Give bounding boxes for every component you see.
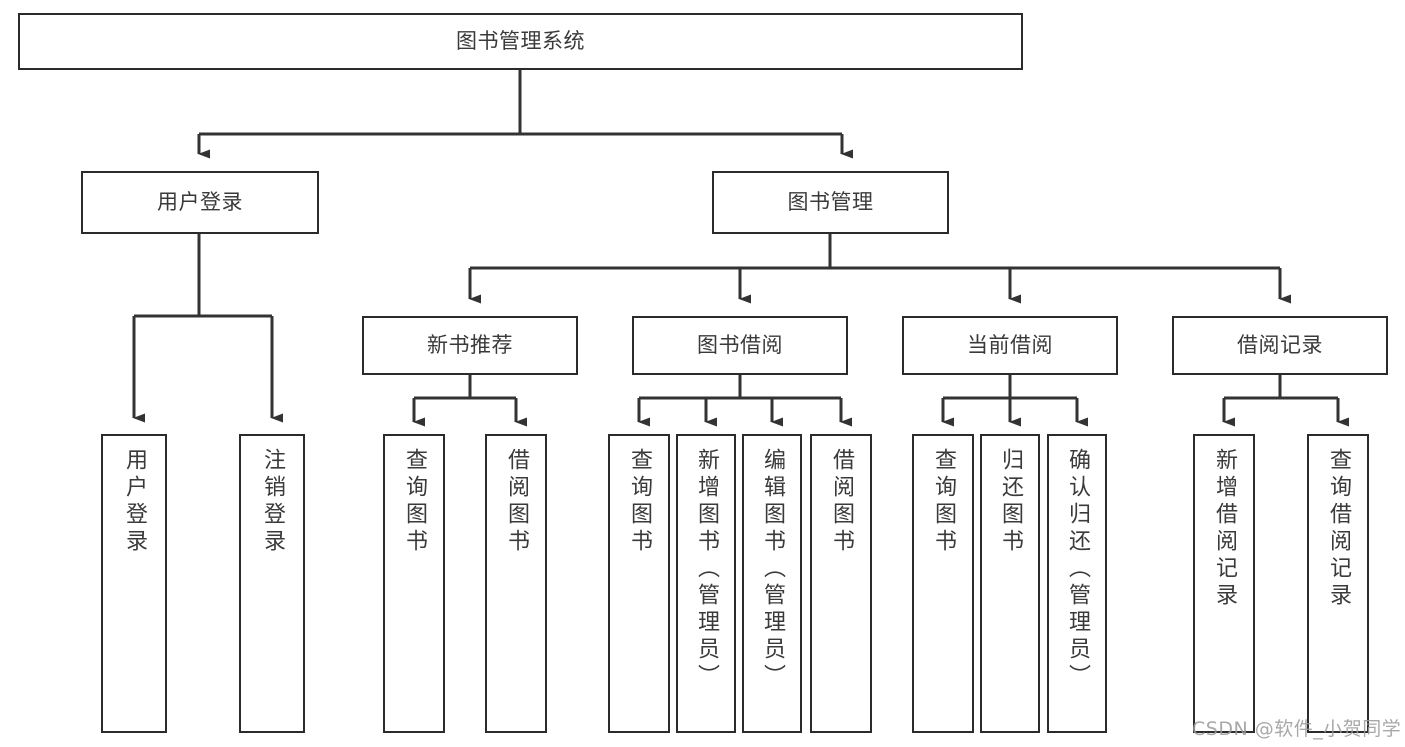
node-leaf-edit-book[interactable]: 编辑图书（管理员） (742, 434, 802, 733)
node-leaf-return-book-label: 归还图书 (997, 448, 1023, 556)
node-leaf-add-record-label: 新增借阅记录 (1211, 448, 1237, 610)
node-leaf-query-book-1[interactable]: 查询图书 (383, 434, 445, 733)
node-leaf-query-book-3-label: 查询图书 (930, 448, 956, 556)
node-leaf-query-record-label: 查询借阅记录 (1325, 448, 1351, 610)
node-leaf-add-book-label: 新增图书（管理员） (693, 448, 719, 691)
node-leaf-borrow-book-1[interactable]: 借阅图书 (485, 434, 547, 733)
node-book-management[interactable]: 图书管理 (712, 171, 949, 234)
node-leaf-logout[interactable]: 注销登录 (239, 434, 305, 733)
node-borrow-record[interactable]: 借阅记录 (1172, 316, 1388, 375)
node-leaf-confirm-return-label: 确认归还（管理员） (1064, 448, 1090, 691)
node-leaf-confirm-return[interactable]: 确认归还（管理员） (1047, 434, 1107, 733)
node-leaf-query-book-1-label: 查询图书 (401, 448, 427, 556)
node-user-login-label: 用户登录 (157, 190, 243, 215)
node-leaf-borrow-book-1-label: 借阅图书 (503, 448, 529, 556)
node-leaf-logout-label: 注销登录 (259, 448, 285, 556)
node-leaf-query-book-2-label: 查询图书 (626, 448, 652, 556)
node-current-borrow-label: 当前借阅 (967, 333, 1053, 358)
node-leaf-borrow-book-2-label: 借阅图书 (828, 448, 854, 556)
node-leaf-query-book-2[interactable]: 查询图书 (608, 434, 670, 733)
node-root[interactable]: 图书管理系统 (18, 13, 1023, 70)
node-leaf-add-book[interactable]: 新增图书（管理员） (676, 434, 736, 733)
node-leaf-query-book-3[interactable]: 查询图书 (912, 434, 974, 733)
node-leaf-user-login[interactable]: 用户登录 (101, 434, 167, 733)
node-root-label: 图书管理系统 (456, 29, 585, 54)
node-leaf-return-book[interactable]: 归还图书 (980, 434, 1040, 733)
node-leaf-user-login-label: 用户登录 (121, 448, 147, 556)
node-new-book-recommend-label: 新书推荐 (427, 333, 513, 358)
node-book-management-label: 图书管理 (787, 190, 874, 215)
node-leaf-add-record[interactable]: 新增借阅记录 (1193, 434, 1255, 733)
node-leaf-query-record[interactable]: 查询借阅记录 (1307, 434, 1369, 733)
node-leaf-edit-book-label: 编辑图书（管理员） (759, 448, 785, 691)
node-book-borrow[interactable]: 图书借阅 (632, 316, 848, 375)
node-user-login[interactable]: 用户登录 (81, 171, 319, 234)
node-new-book-recommend[interactable]: 新书推荐 (362, 316, 578, 375)
node-borrow-record-label: 借阅记录 (1237, 333, 1323, 358)
node-book-borrow-label: 图书借阅 (697, 333, 783, 358)
node-leaf-borrow-book-2[interactable]: 借阅图书 (810, 434, 872, 733)
node-current-borrow[interactable]: 当前借阅 (902, 316, 1118, 375)
